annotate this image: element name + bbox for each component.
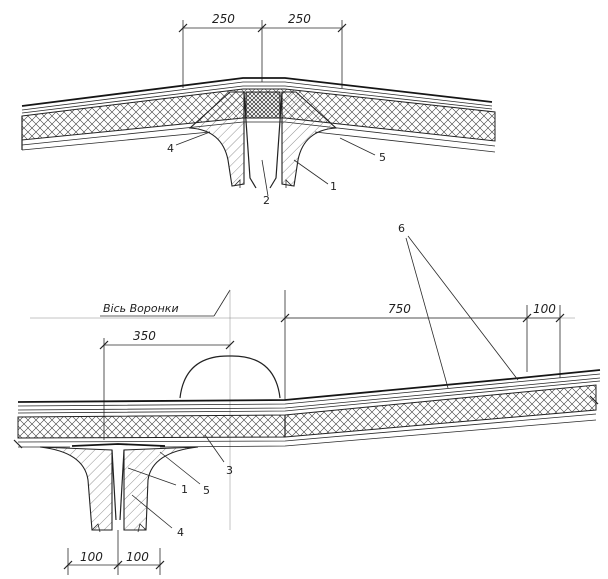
- top-callout-2: 2: [263, 194, 270, 207]
- dim-100-bottom-right: 100: [126, 550, 149, 564]
- top-detail: 250 250 4 5: [21, 12, 496, 207]
- drain-dome-grate: [179, 355, 281, 399]
- dim-100-top: 100: [533, 302, 556, 316]
- top-callout-5: 5: [379, 151, 386, 164]
- top-callout-1: 1: [330, 180, 337, 193]
- dim-100-bottom-left: 100: [80, 550, 103, 564]
- top-dim-right: 250: [288, 12, 311, 26]
- bottom-callout-4: 4: [177, 526, 184, 539]
- bottom-callout-3: 3: [226, 464, 233, 477]
- drain-axis-label: Вісь Воронки: [103, 302, 179, 315]
- top-drain-body: [188, 91, 338, 189]
- bottom-detail: Вісь Воронки 750 100 350: [13, 222, 601, 575]
- bottom-callout-5: 5: [203, 484, 210, 497]
- top-dimension: 250 250: [178, 12, 347, 88]
- bottom-dimension-row: 100 100: [63, 530, 165, 575]
- top-callouts: 4 5 2 1: [167, 131, 386, 207]
- bottom-callout-1: 1: [181, 483, 188, 496]
- bottom-callout-6: 6: [398, 222, 405, 235]
- dim-350: 350: [133, 329, 156, 343]
- bottom-drain-body: [39, 443, 199, 533]
- top-callout-4: 4: [167, 142, 174, 155]
- bottom-roof-layers: [13, 369, 601, 449]
- bottom-long-dimension: 750 100: [280, 290, 565, 400]
- bottom-callouts: 6 3 5 1 4: [127, 222, 519, 539]
- top-dim-left: 250: [212, 12, 235, 26]
- dim-750: 750: [388, 302, 411, 316]
